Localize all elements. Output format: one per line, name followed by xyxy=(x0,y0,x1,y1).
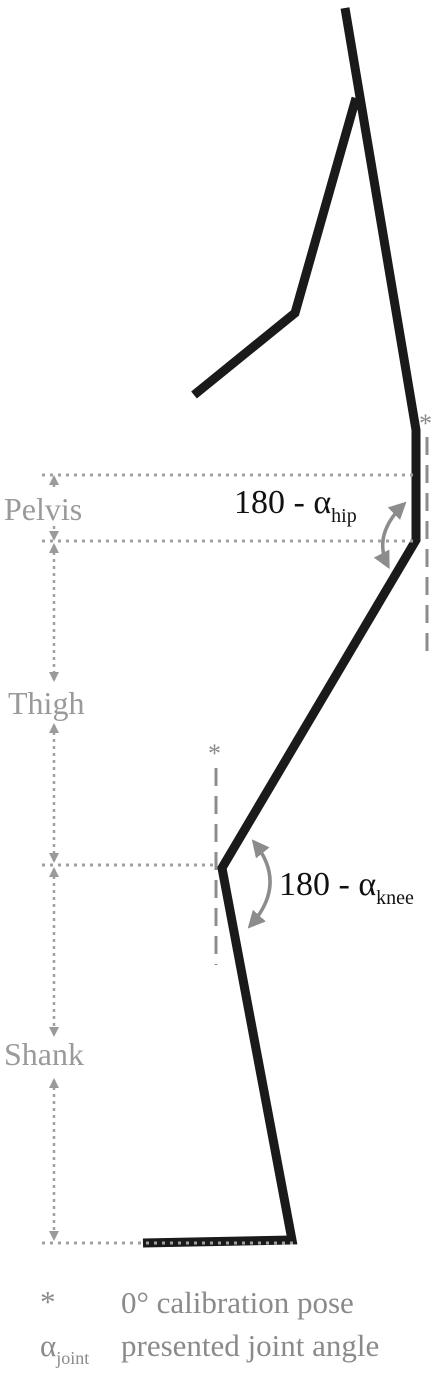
legend-calibration-text: 0° calibration pose xyxy=(121,1285,354,1320)
hip-angle-label: 180 - αhip xyxy=(234,484,357,527)
knee-calibration-star: * xyxy=(208,739,221,768)
legend-alpha-symbol: αjoint xyxy=(40,1328,89,1368)
legend-alpha-char: α xyxy=(40,1328,56,1363)
legend-alpha-subscript: joint xyxy=(55,1348,89,1368)
legend-star-symbol: * xyxy=(40,1284,56,1319)
skeleton xyxy=(142,7,421,1248)
knee-angle-prefix: 180 - α xyxy=(279,866,376,903)
legend-joint-angle-text: presented joint angle xyxy=(121,1328,379,1363)
knee-angle-arc xyxy=(247,839,272,929)
knee-angle-subscript: knee xyxy=(376,887,414,909)
hip-angle-prefix: 180 - α xyxy=(234,484,331,521)
arm-line xyxy=(191,96,361,399)
calibration-lines xyxy=(214,437,429,965)
trunk-line xyxy=(142,7,421,1248)
knee-angle-label: 180 - αknee xyxy=(279,866,414,909)
hip-calibration-star: * xyxy=(419,409,432,438)
reference-lines xyxy=(42,473,414,1245)
thigh-label: Thigh xyxy=(8,685,84,721)
shank-label: Shank xyxy=(4,1036,84,1072)
pelvis-label: Pelvis xyxy=(4,491,82,527)
hip-angle-subscript: hip xyxy=(331,505,357,527)
legend: * 0° calibration pose αjoint presented j… xyxy=(40,1284,379,1368)
hip-angle-arc xyxy=(373,501,407,570)
